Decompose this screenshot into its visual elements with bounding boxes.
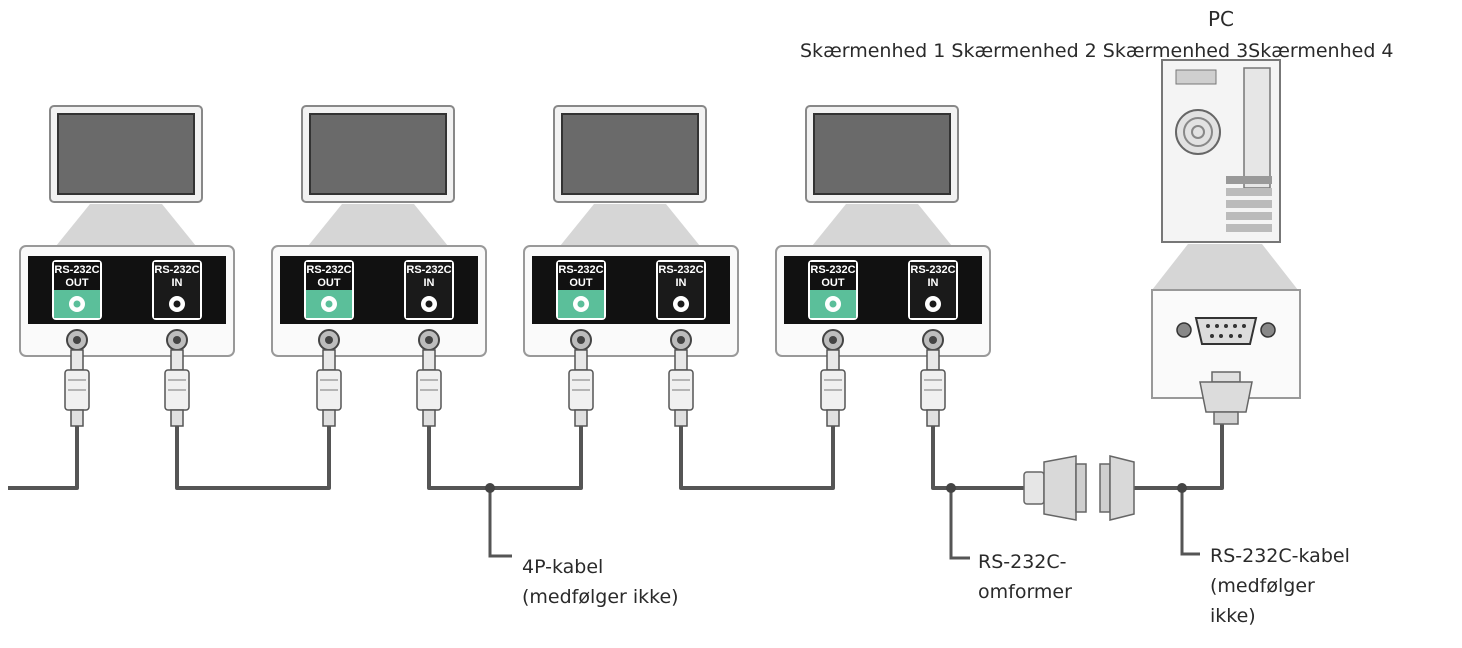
pc-tower: [1161, 59, 1281, 243]
rs232c-cable-line3: ikke): [1210, 605, 1256, 627]
out-port-label-3b: OUT: [569, 277, 593, 289]
four-p-cable-line1: 4P-kabel: [522, 556, 604, 578]
converter-right-shell: [1099, 455, 1135, 521]
converter-line1: RS-232C-: [978, 551, 1067, 573]
four-p-cable-line2: (medfølger ikke): [522, 586, 679, 608]
cable-left-out: [8, 426, 79, 490]
in-port-label-2a: RS-232C: [406, 264, 451, 276]
rs232c-converter: [1023, 455, 1135, 521]
out-port-label-4b: OUT: [821, 277, 845, 289]
pc-db9-plug: [1199, 371, 1253, 425]
in-port-label-2b: IN: [424, 277, 435, 289]
cable-2-3: [427, 426, 583, 490]
converter-line2: omformer: [978, 581, 1072, 603]
rs232c-cable-callout: RS-232C-kabel (medfølger ikke): [1210, 541, 1350, 631]
in-port-label-3a: RS-232C: [658, 264, 703, 276]
in-port-label-1a: RS-232C: [154, 264, 199, 276]
rs232c-cable-line2: (medfølger: [1210, 575, 1315, 597]
in-port-label-4a: RS-232C: [910, 264, 955, 276]
out-port-label-2a: RS-232C: [306, 264, 351, 276]
cable-converter-pc: [1130, 422, 1224, 490]
converter-left-shell: [1023, 455, 1087, 521]
monitor-unit-3: [523, 105, 739, 427]
cable-4-converter: [931, 426, 1024, 490]
pc-zoom-wedge: [1152, 244, 1298, 290]
junction-dots: [485, 483, 1187, 493]
port-labels: RS-232C OUT RS-232C IN RS-232C OUT RS-23…: [54, 264, 955, 289]
monitor-names-label: Skærmenhed 1 Skærmenhed 2 Skærmenhed 3Sk…: [800, 40, 1394, 62]
out-port-label-2b: OUT: [317, 277, 341, 289]
monitor-unit-4: [775, 105, 991, 427]
out-port-label-3a: RS-232C: [558, 264, 603, 276]
rs232c-cable-line1: RS-232C-kabel: [1210, 545, 1350, 567]
four-p-cable-callout: 4P-kabel (medfølger ikke): [522, 552, 679, 612]
in-port-label-1b: IN: [172, 277, 183, 289]
out-port-label-1a: RS-232C: [54, 264, 99, 276]
in-port-label-4b: IN: [928, 277, 939, 289]
cables: [8, 422, 1224, 490]
in-port-label-3b: IN: [676, 277, 687, 289]
cable-3-4: [679, 426, 835, 490]
callout-leaders: [488, 492, 1200, 560]
out-port-label-4a: RS-232C: [810, 264, 855, 276]
pc-label: PC: [1208, 7, 1235, 31]
out-port-label-1b: OUT: [65, 277, 89, 289]
cable-1-2: [175, 426, 331, 490]
converter-callout: RS-232C- omformer: [978, 547, 1072, 607]
monitor-unit-2: [271, 105, 487, 427]
monitor-unit-1: [19, 105, 235, 427]
